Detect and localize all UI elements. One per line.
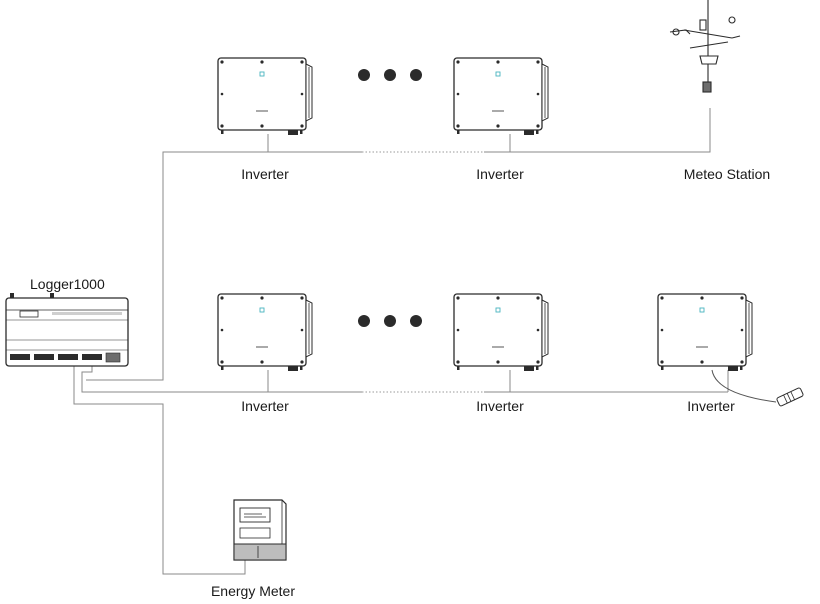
meteo-station-device <box>669 0 741 93</box>
meteo-station-label: Meteo Station <box>684 166 770 182</box>
top-bus-wire <box>86 151 362 381</box>
terminator-cable <box>711 369 777 403</box>
top-bus-wire-right <box>484 108 711 153</box>
energy-meter-label: Energy Meter <box>211 583 295 599</box>
bottom-inverter-2-label: Inverter <box>476 398 524 414</box>
logger1000-device <box>5 293 129 367</box>
energy-meter-device <box>233 499 287 561</box>
top-ellipsis <box>358 69 422 81</box>
energy-meter-wire <box>73 366 246 575</box>
bottom-inverter-1 <box>217 293 313 372</box>
bottom-bus-wire <box>81 366 362 393</box>
bottom-ellipsis <box>358 315 422 327</box>
top-inverter-2-label: Inverter <box>476 166 524 182</box>
top-inverter-2 <box>453 57 549 136</box>
bottom-inverter-3-label: Inverter <box>687 398 735 414</box>
bottom-inverter-2 <box>453 293 549 372</box>
terminator-plug <box>776 387 804 407</box>
bottom-inverter-3 <box>657 293 753 372</box>
top-inverter-1 <box>217 57 313 136</box>
bottom-inverter-1-label: Inverter <box>241 398 289 414</box>
top-inverter-1-label: Inverter <box>241 166 289 182</box>
logger1000-label: Logger1000 <box>30 276 105 292</box>
